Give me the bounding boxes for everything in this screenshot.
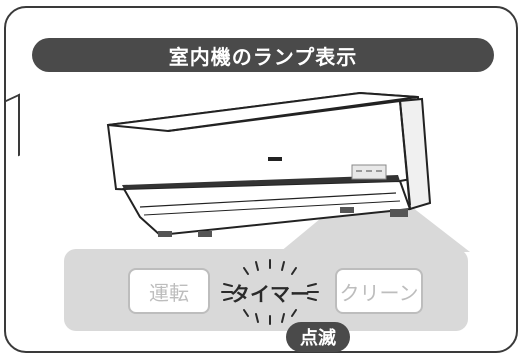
lamp-timer-label: タイマー [230,281,310,306]
lamp-operation-label: 運転 [149,280,189,305]
lamp-timer: タイマー [220,258,320,326]
status-badge: 点滅 [286,322,350,352]
status-badge-text: 点滅 [300,328,336,349]
lamp-operation: 運転 [128,268,210,314]
lamp-clean: クリーン [335,268,423,314]
blink-burst-icon [221,259,319,325]
title-text: 室内機のランプ表示 [168,44,358,69]
page-title: 室内機のランプ表示 [32,38,494,72]
brand-logo-icon [268,157,282,161]
indoor-unit-illustration [106,91,432,237]
lamp-clean-label: クリーン [339,280,419,305]
